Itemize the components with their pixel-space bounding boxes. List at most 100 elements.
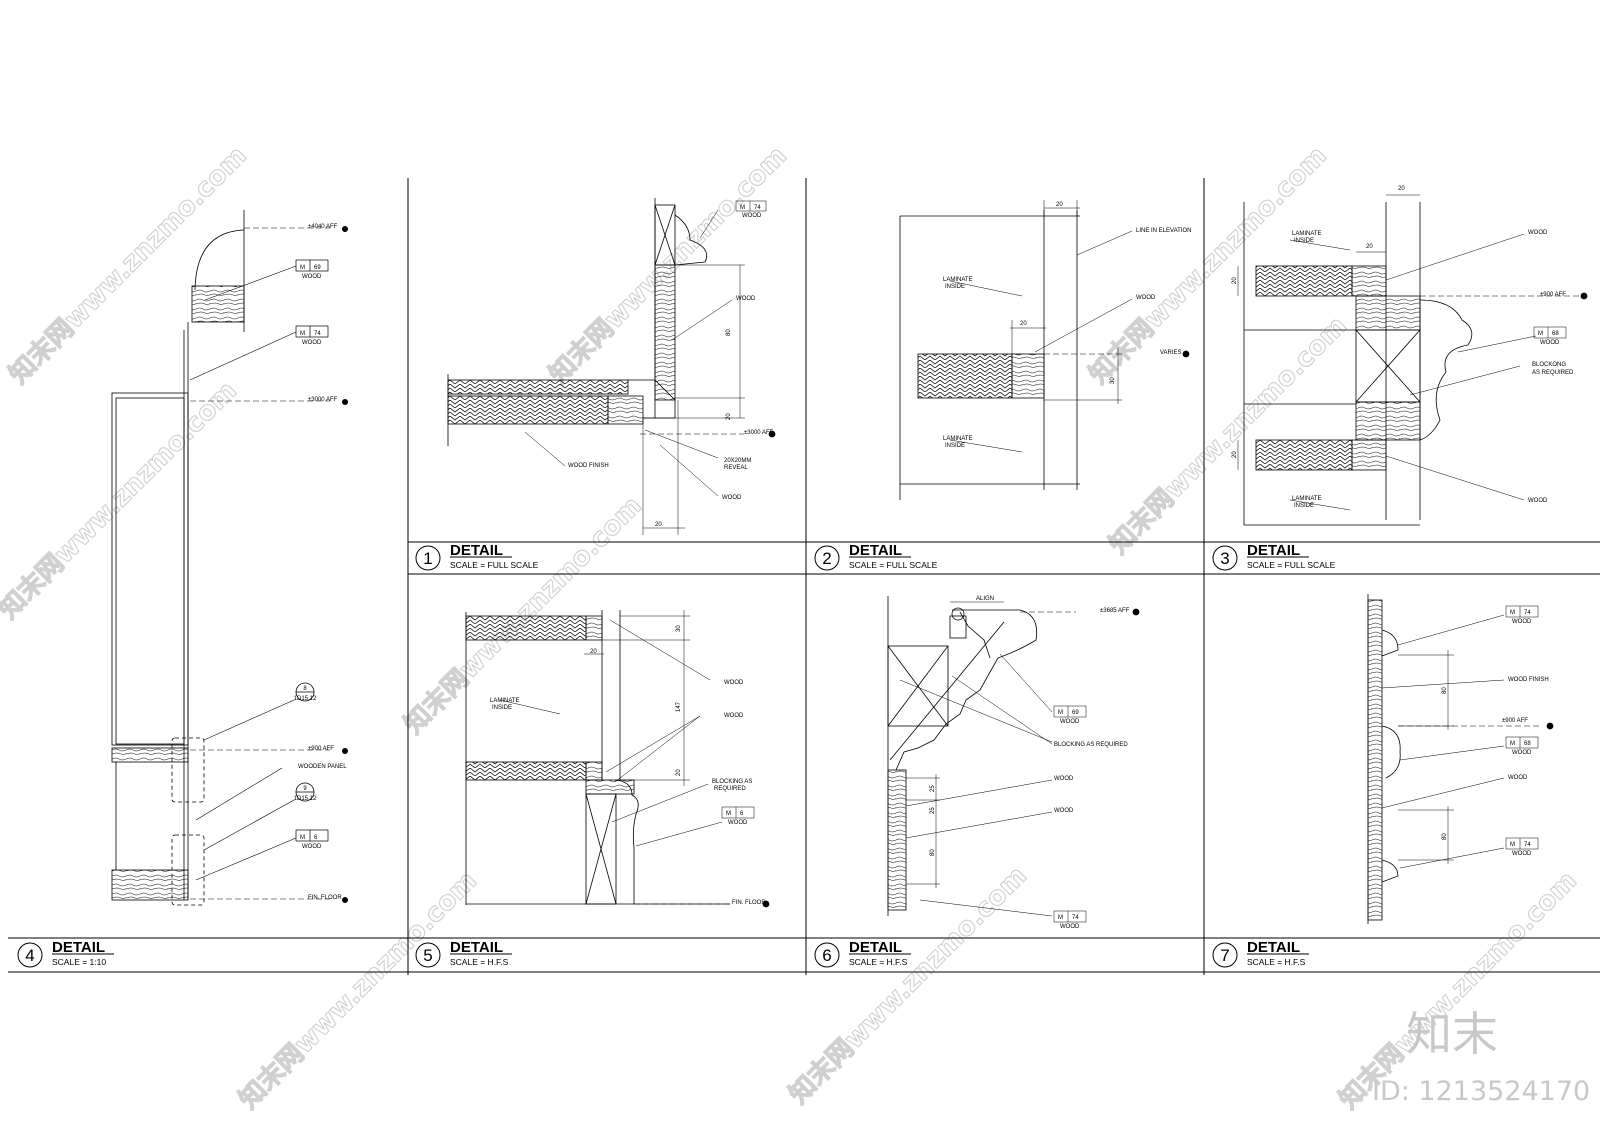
detail-scale: SCALE = H.F.S [450, 957, 509, 967]
detail-title: DETAIL [1247, 542, 1300, 559]
note-label: WOOD FINISH [568, 463, 609, 469]
dimension: 20 [676, 769, 682, 776]
level-label: FIN. FLOOR [732, 900, 766, 906]
watermark: 知末网www.znzmo.com [0, 376, 243, 625]
title-block-1: 1 DETAIL SCALE = FULL SCALE [415, 542, 539, 571]
note-label: 20X20MM [724, 458, 751, 464]
dimension: 20 [1020, 321, 1027, 327]
detail-4-drawing [111, 210, 348, 906]
material-label: WOOD [1060, 719, 1080, 725]
detail-title: DETAIL [450, 542, 503, 559]
level-label: ±3685 AFF [1100, 608, 1130, 614]
material-label: WOOD [1136, 295, 1156, 301]
note-label: LAMINATE [1292, 231, 1322, 237]
note-label: INSIDE [945, 284, 965, 290]
detail-3-labels: 20 20 20 20 LAMINATE INSIDE LAMINATE INS… [1232, 186, 1574, 509]
material-label: WOOD [1512, 851, 1532, 857]
dimension: 25 [930, 807, 936, 814]
note-label: BLOCKING AS [712, 779, 752, 785]
level-label: ±3000 AFF [744, 430, 774, 436]
detail-title: DETAIL [450, 939, 503, 956]
detail-scale: SCALE = 1:10 [52, 957, 106, 967]
material-number: 74 [754, 205, 761, 211]
material-number: 74 [1524, 610, 1531, 616]
material-tag: M [1058, 710, 1063, 716]
material-number: 74 [314, 331, 321, 337]
material-number: 69 [314, 265, 321, 271]
resource-id: ID: 1213524170 [1372, 1076, 1590, 1107]
note-label: INSIDE [945, 443, 965, 449]
material-tag: M [300, 835, 305, 841]
detail-1-drawing [447, 198, 776, 535]
material-tag: M [300, 265, 305, 271]
material-label: WOOD [302, 274, 322, 280]
material-tag: M [1510, 741, 1515, 747]
dimension: 20 [655, 522, 662, 528]
material-number: 74 [1524, 842, 1531, 848]
detail-title: DETAIL [52, 939, 105, 956]
material-tag: M [726, 811, 731, 817]
dimension: 20 [726, 413, 732, 420]
note-label: INSIDE [492, 705, 512, 711]
watermark: 知末网www.znzmo.com [784, 861, 1033, 1110]
note-label: REVEAL [724, 465, 748, 471]
detail-7-labels: M 74 WOOD WOOD FINISH ±900 AFF M 68 WOOD… [1442, 610, 1549, 857]
dimension: 147 [676, 701, 682, 712]
detail-title: DETAIL [849, 939, 902, 956]
detail-2-drawing [899, 200, 1190, 500]
detail-1-labels: M 74 WOOD WOOD 20X20MM REVEAL ±3000 AFF … [568, 205, 774, 528]
detail-title: DETAIL [1247, 939, 1300, 956]
dimension: 20 [1366, 244, 1373, 250]
watermark: 知末网www.znzmo.com [234, 866, 483, 1115]
watermark: 知末网www.znzmo.com [4, 141, 253, 390]
watermark: 知末网www.znzmo.com [399, 491, 648, 740]
material-label: WOOD [1528, 230, 1548, 236]
dimension: 20 [1056, 202, 1063, 208]
dimension: 30 [1110, 377, 1116, 384]
detail-6-labels: ALIGN ±3685 AFF BLOCKING AS REQUIRED WOO… [930, 596, 1130, 930]
dimension: 80 [1442, 833, 1448, 840]
title-block-6: 6 DETAIL SCALE = H.F.S [814, 939, 911, 968]
material-label: WOOD [724, 713, 744, 719]
dimension: 80 [930, 849, 936, 856]
detail-6-drawing [887, 596, 1140, 923]
detail-number: 1 [423, 549, 432, 568]
material-tag: M [740, 205, 745, 211]
material-label: WOOD [1054, 776, 1074, 782]
material-label: WOOD [728, 820, 748, 826]
level-label: ±900 AFF [1540, 292, 1566, 298]
material-label: WOOD [1528, 498, 1548, 504]
level-label: ±900 AFF [308, 746, 334, 752]
note-label: LAMINATE [1292, 496, 1322, 502]
material-tag: M [1510, 610, 1515, 616]
dimension: 20 [590, 649, 597, 655]
callout-sheet: 1D15.12 [294, 696, 317, 702]
material-label: WOOD [1512, 750, 1532, 756]
note-label: AS REQUIRED [1532, 370, 1574, 376]
detail-title: DETAIL [849, 542, 902, 559]
callout-sheet: 1D15.12 [294, 796, 317, 802]
note-label: LINE IN ELEVATION [1136, 228, 1191, 234]
title-block-2: 2 DETAIL SCALE = FULL SCALE [814, 542, 938, 571]
material-number: 74 [1072, 915, 1079, 921]
callout-number: 9 [303, 786, 307, 792]
level-label: VARIES [1160, 350, 1182, 356]
material-label: WOOD [302, 844, 322, 850]
level-label: FIN. FLOOR [308, 895, 342, 901]
dimension: 20 [1398, 186, 1405, 192]
material-tag: M [1510, 842, 1515, 848]
detail-number: 4 [25, 946, 34, 965]
note-label: INSIDE [1294, 503, 1314, 509]
material-label: WOOD [1508, 775, 1528, 781]
title-block-7: 7 DETAIL SCALE = H.F.S [1212, 939, 1309, 968]
detail-7-drawing [1367, 594, 1554, 924]
detail-number: 2 [822, 549, 831, 568]
detail-number: 6 [822, 946, 831, 965]
material-label: WOOD [722, 495, 742, 501]
dimension: 25 [930, 785, 936, 792]
material-number: 6 [740, 811, 744, 817]
material-label: WOOD [724, 680, 744, 686]
material-label: WOOD [1512, 619, 1532, 625]
level-label: ±4040 AFF [308, 224, 338, 230]
